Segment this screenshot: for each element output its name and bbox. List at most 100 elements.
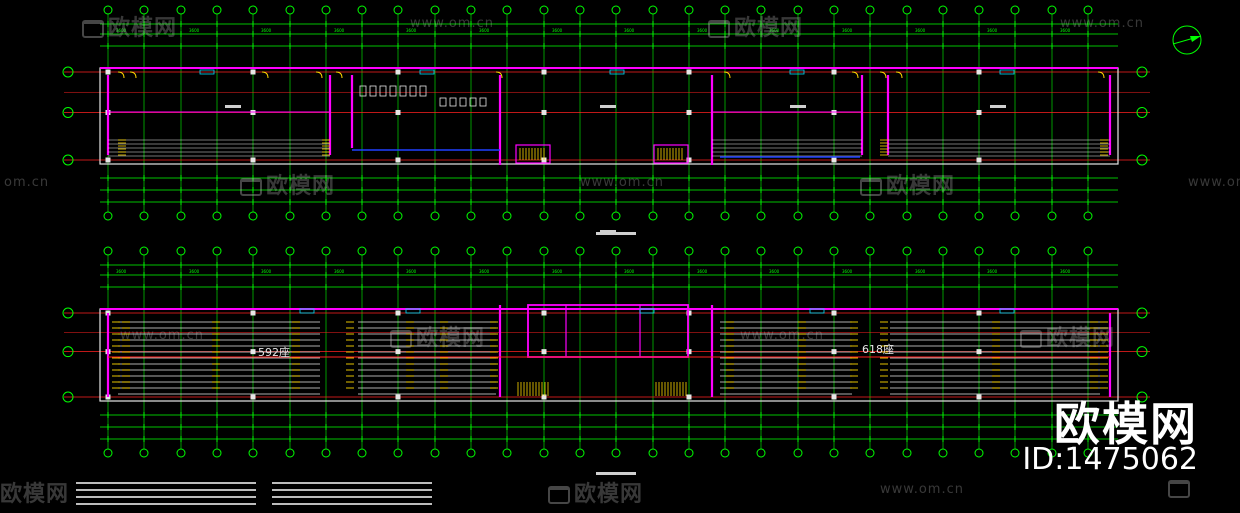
axis-bubble <box>62 66 74 78</box>
axis-bubble <box>756 5 766 15</box>
axis-bubble <box>865 5 875 15</box>
axis-bubble <box>103 211 113 221</box>
window-mark <box>809 308 825 314</box>
axis-bubble <box>248 5 258 15</box>
axis-bubble <box>611 211 621 221</box>
axis-bubble <box>139 211 149 221</box>
column <box>686 157 692 163</box>
axis-bubble <box>285 448 295 458</box>
window-mark <box>199 69 215 75</box>
axis-bubble <box>1047 5 1057 15</box>
wc-fixture <box>479 97 487 107</box>
axis-bubble <box>248 448 258 458</box>
axis-bubble <box>720 211 730 221</box>
column <box>686 69 692 75</box>
door-swing <box>129 71 137 79</box>
dimension-text: 3600 <box>769 28 780 33</box>
dimension-text: 3600 <box>697 28 708 33</box>
axis-bubble <box>502 246 512 256</box>
door-swing <box>261 71 269 79</box>
axis-bubble <box>430 448 440 458</box>
dimension-text: 3600 <box>261 269 272 274</box>
axis-bubble <box>357 246 367 256</box>
door-swing <box>723 71 731 79</box>
axis-bubble <box>321 246 331 256</box>
text-placeholder <box>990 105 1006 108</box>
door-swing <box>1097 71 1105 79</box>
dimension-text: 3600 <box>189 269 200 274</box>
axis-bubble <box>285 246 295 256</box>
axis-bubble <box>793 211 803 221</box>
title-placeholder <box>596 472 636 475</box>
dimension-text: 3600 <box>406 28 417 33</box>
column <box>395 69 401 75</box>
column <box>541 109 547 115</box>
axis-bubble <box>938 5 948 15</box>
axis-bubble <box>62 391 74 403</box>
wc-fixture <box>449 97 457 107</box>
axis-bubble <box>103 5 113 15</box>
axis-bubble <box>393 246 403 256</box>
axis-bubble <box>539 5 549 15</box>
column <box>686 349 692 355</box>
note-line <box>76 482 256 484</box>
axis-bubble <box>648 246 658 256</box>
dimension-text: 3600 <box>116 28 127 33</box>
axis-bubble <box>139 246 149 256</box>
brand-logo-text: 欧模网 <box>1054 397 1198 451</box>
stair-core <box>653 144 689 164</box>
dimension-text: 3600 <box>261 28 272 33</box>
axis-bubble <box>212 246 222 256</box>
window-mark <box>405 308 421 314</box>
dimension-text: 3600 <box>624 28 635 33</box>
column <box>395 157 401 163</box>
column <box>250 349 256 355</box>
axis-bubble <box>176 246 186 256</box>
dimension-text: 3600 <box>769 269 780 274</box>
axis-bubble <box>793 448 803 458</box>
dimension-text: 3600 <box>334 28 345 33</box>
axis-bubble <box>865 246 875 256</box>
room-label-right: 618座 <box>862 343 894 356</box>
axis-bubble <box>430 246 440 256</box>
axis-bubble <box>684 246 694 256</box>
axis-bubble <box>1047 448 1057 458</box>
axis-bubble <box>321 5 331 15</box>
axis-bubble <box>357 211 367 221</box>
axis-bubble <box>902 5 912 15</box>
column <box>541 394 547 400</box>
column <box>976 394 982 400</box>
window-mark <box>789 69 805 75</box>
note-line <box>272 482 432 484</box>
axis-bubble <box>285 5 295 15</box>
axis-bubble <box>502 211 512 221</box>
axis-bubble <box>974 246 984 256</box>
stair-core <box>515 144 551 164</box>
axis-bubble <box>248 211 258 221</box>
axis-bubble <box>648 211 658 221</box>
axis-bubble <box>466 5 476 15</box>
axis-bubble <box>212 448 222 458</box>
model-id-text: ID:1475062 <box>1022 442 1198 477</box>
axis-bubble <box>575 211 585 221</box>
window-mark <box>999 69 1015 75</box>
axis-bubble <box>756 246 766 256</box>
axis-bubble <box>393 448 403 458</box>
axis-bubble <box>1083 5 1093 15</box>
column <box>831 394 837 400</box>
axis-bubble <box>539 448 549 458</box>
column <box>250 310 256 316</box>
column <box>395 349 401 355</box>
note-line <box>272 489 432 491</box>
column <box>686 394 692 400</box>
wc-fixture <box>369 85 377 97</box>
axis-bubble <box>103 448 113 458</box>
axis-bubble <box>829 211 839 221</box>
door-swing <box>879 71 887 79</box>
column <box>395 394 401 400</box>
axis-bubble <box>1010 5 1020 15</box>
text-placeholder <box>225 105 241 108</box>
axis-bubble <box>62 346 74 358</box>
column <box>541 349 547 355</box>
